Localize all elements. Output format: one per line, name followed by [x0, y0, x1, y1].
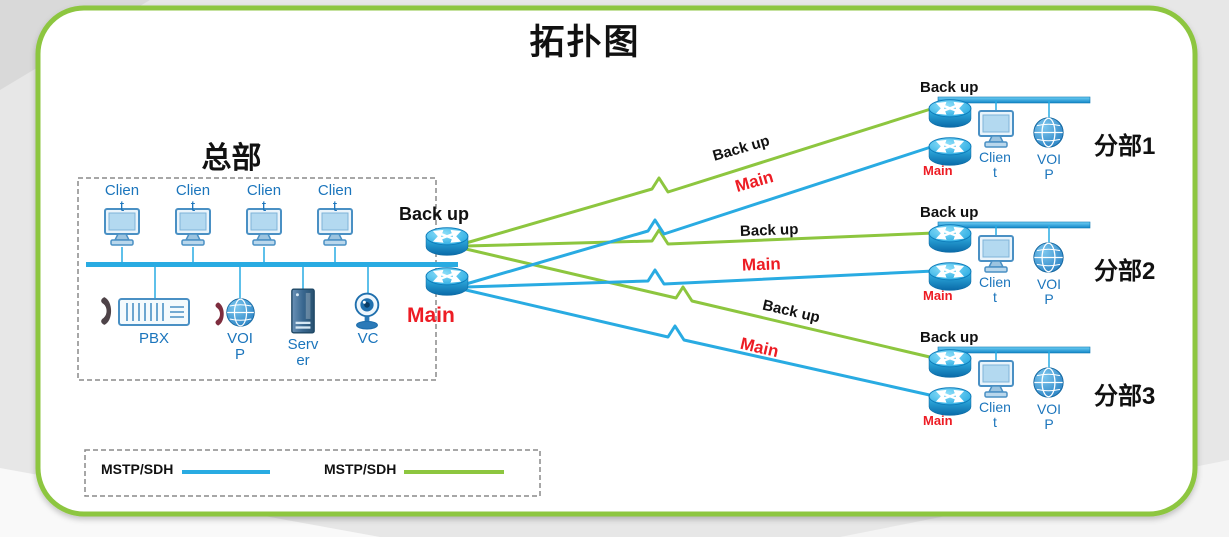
hq-backup-router-icon: [426, 228, 468, 256]
hq-client-label: Client: [175, 182, 211, 216]
voip-label: VOIP: [227, 330, 253, 364]
hq-lan-bus: [86, 262, 458, 267]
hq-label: 总部: [201, 142, 262, 175]
link2-backup-label: Back up: [739, 220, 799, 241]
legend-green-line-swatch: [404, 470, 504, 474]
branch3-main-label: Main: [923, 413, 953, 428]
hq-client-label: Client: [104, 182, 140, 216]
hq-group: [77, 177, 468, 381]
vc-camera-icon: [354, 292, 380, 330]
branch2-main-label: Main: [923, 288, 953, 303]
hq-client-label: Client: [246, 182, 282, 216]
branch1-client-label: Client: [979, 149, 1011, 181]
link2-main-label: Main: [741, 254, 782, 275]
main-link-branch2: [464, 268, 936, 289]
branch2-name: 分部2: [1094, 258, 1156, 285]
legend-box: [84, 449, 541, 497]
backup-link-branch2: [464, 228, 936, 248]
branch1-name: 分部1: [1094, 133, 1156, 160]
branch2-voip-label: VOIP: [1036, 276, 1062, 308]
backup-link-branch1: [464, 106, 936, 245]
branch2-backup-label: Back up: [920, 204, 979, 221]
pbx-rack-icon: [118, 298, 190, 326]
voip-globe-icon: [226, 298, 255, 327]
legend-mstp-sdh-blue-label: MSTP/SDH: [101, 461, 174, 477]
diagram-frame: [35, 5, 1198, 517]
server-label: Server: [287, 336, 319, 370]
wan-links: [464, 106, 936, 398]
branch3-name: 分部3: [1094, 383, 1156, 410]
pbx-label: PBX: [138, 330, 169, 347]
main-link-branch3: [464, 288, 936, 398]
legend: [84, 449, 541, 497]
hq-client-label: Client: [317, 182, 353, 216]
branch1-voip-label: VOIP: [1036, 151, 1062, 183]
legend-mstp-sdh-green-label: MSTP/SDH: [324, 461, 397, 477]
branch3-backup-label: Back up: [920, 329, 979, 346]
server-tower-icon: [291, 288, 315, 334]
branch1-backup-label: Back up: [920, 79, 979, 96]
legend-blue-line-swatch: [182, 470, 270, 474]
main-link-branch1: [464, 144, 936, 286]
page-title: 拓扑图: [529, 23, 641, 62]
hq-main-label: Main: [407, 304, 455, 327]
hq-main-router-icon: [426, 268, 468, 296]
vc-label: VC: [357, 330, 379, 347]
branch3-voip-label: VOIP: [1036, 401, 1062, 433]
branch3-client-label: Client: [979, 399, 1011, 431]
branch1-main-label: Main: [923, 163, 953, 178]
branch2-client-label: Client: [979, 274, 1011, 306]
hq-backup-label: Back up: [399, 204, 470, 224]
